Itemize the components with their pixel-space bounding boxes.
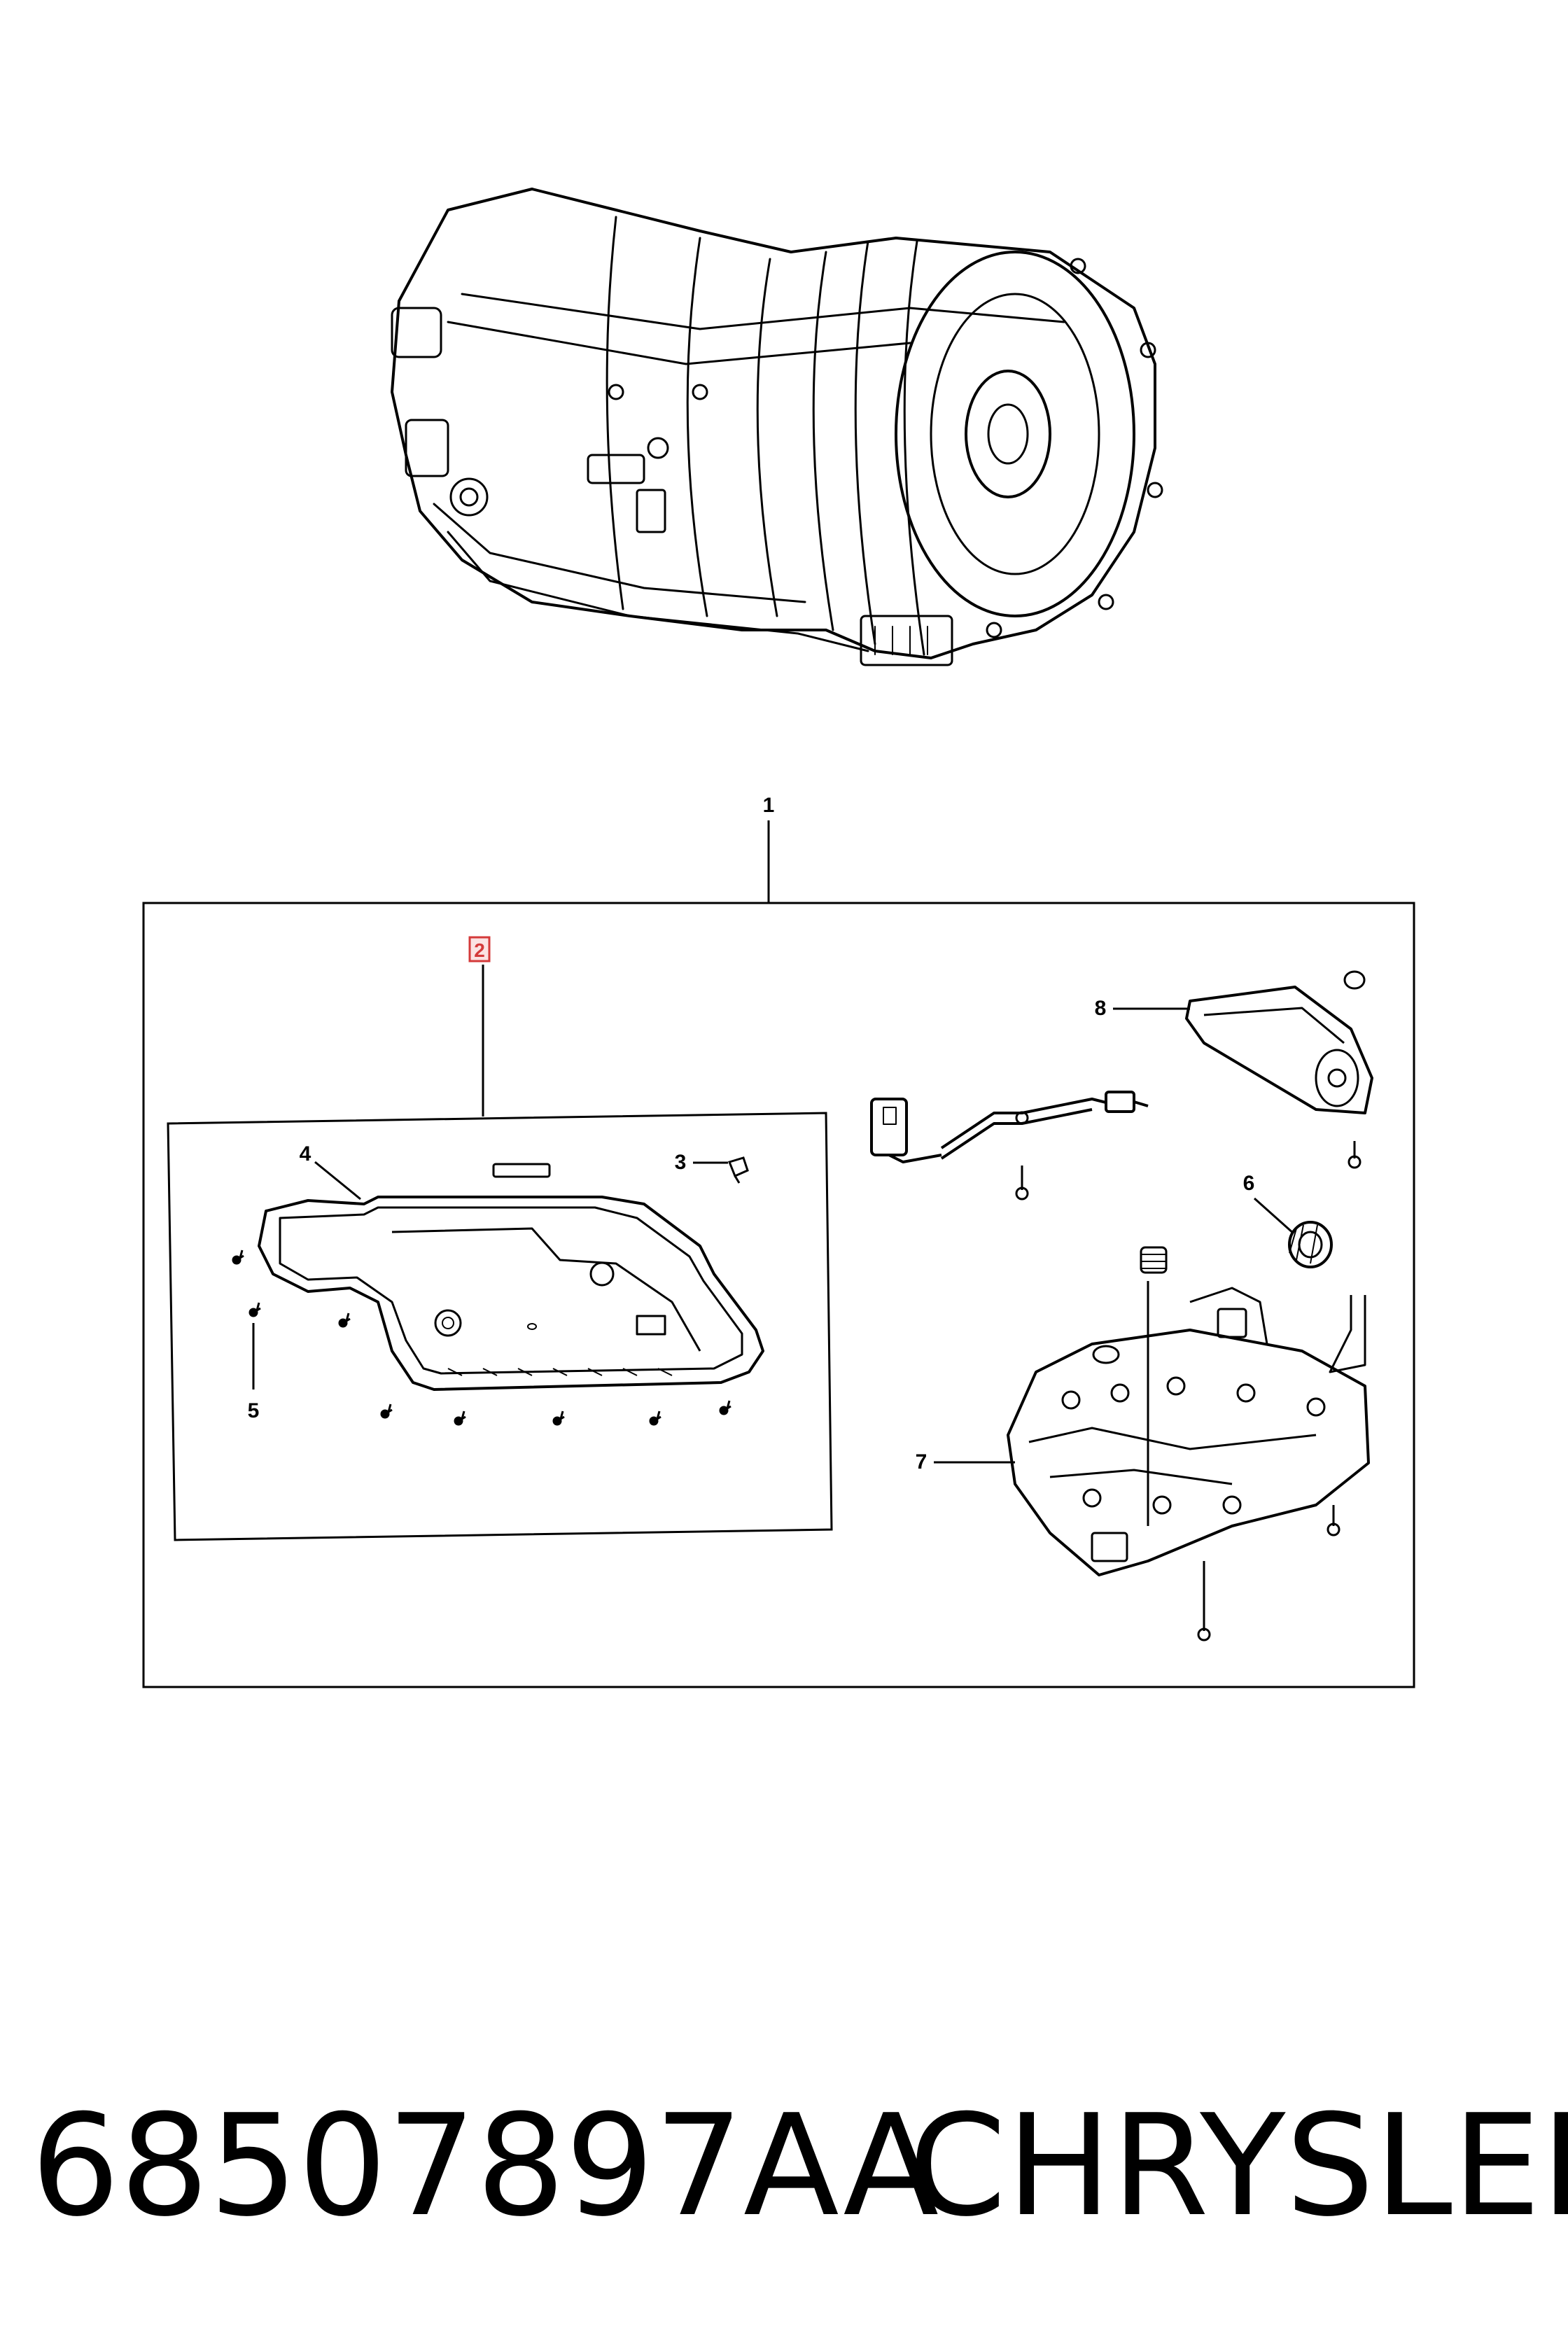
callout-8: 8 <box>1095 997 1190 1020</box>
drain-plug-illustration <box>727 1156 749 1184</box>
callout-4-leader <box>314 1161 361 1200</box>
transmission-assembly-illustration <box>391 188 1163 666</box>
pan-bolts-illustration <box>232 1250 732 1426</box>
part-number: 68507897AA <box>31 2085 939 2248</box>
oil-pan-illustration <box>258 1163 764 1391</box>
callout-6-leader <box>1254 1197 1294 1235</box>
callout-2-label: 2 <box>474 939 485 961</box>
callout-4-label: 4 <box>300 1142 312 1166</box>
valve-body-illustration <box>1007 1281 1370 1642</box>
brand-name: CHRYSLER <box>909 2085 1568 2248</box>
callout-2-highlight <box>468 936 491 962</box>
callout-3-label: 3 <box>675 1151 687 1174</box>
callout-7-label: 7 <box>916 1450 927 1474</box>
callout-2[interactable]: 2 <box>468 936 491 1116</box>
kit-inner-frame <box>167 1112 833 1541</box>
solenoid-pack-illustration <box>1185 970 1373 1169</box>
callout-5: 5 <box>248 1323 260 1422</box>
callout-8-label: 8 <box>1095 997 1107 1020</box>
kit-outer-frame <box>142 902 1415 1688</box>
callout-4: 4 <box>300 1142 361 1200</box>
filter-illustration <box>1140 1221 1333 1274</box>
callout-6: 6 <box>1243 1172 1294 1235</box>
callout-1-label: 1 <box>763 794 775 817</box>
callout-3: 3 <box>675 1151 728 1174</box>
callout-7: 7 <box>916 1450 1015 1474</box>
callout-5-label: 5 <box>248 1399 260 1422</box>
wiring-harness-illustration <box>870 1091 1149 1200</box>
callout-6-label: 6 <box>1243 1172 1255 1195</box>
callout-1: 1 <box>763 794 775 903</box>
